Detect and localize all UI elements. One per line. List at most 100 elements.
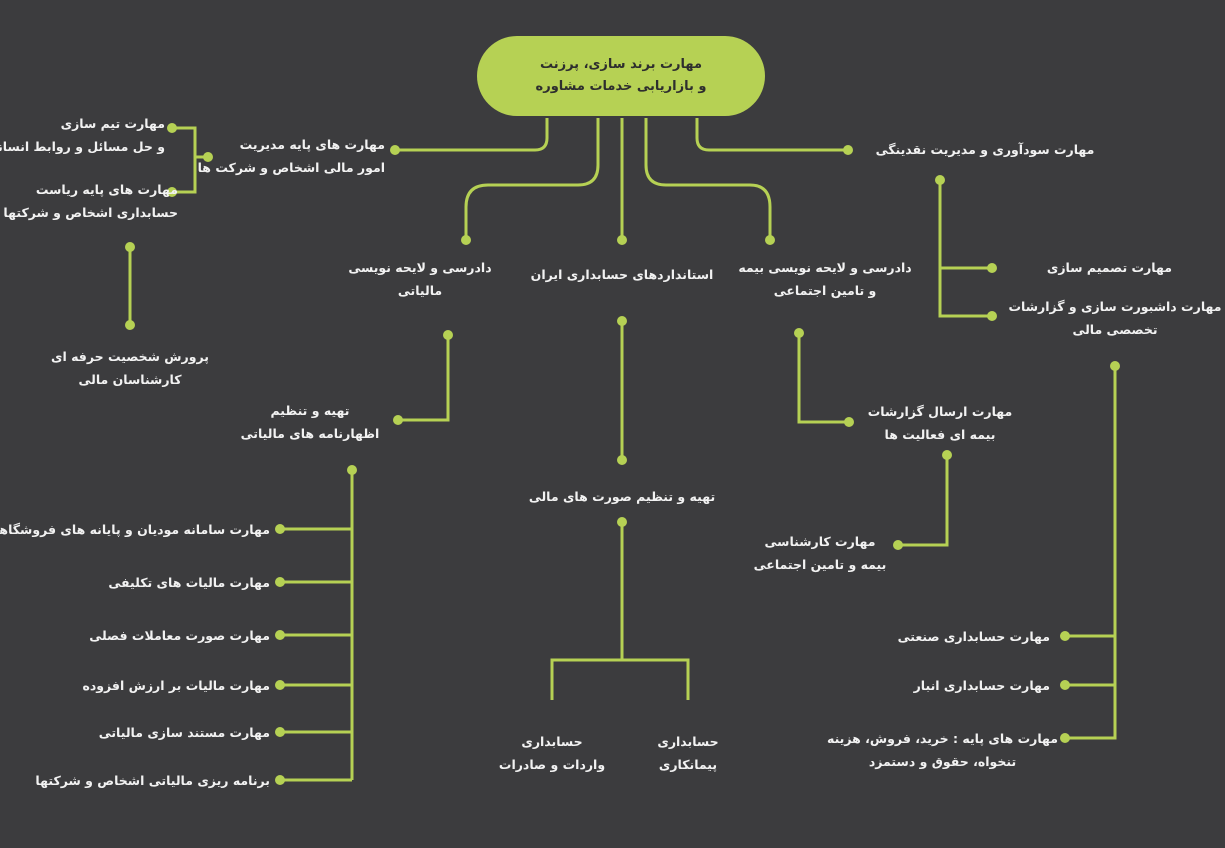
node-dot xyxy=(275,577,285,587)
node-team-building: مهارت تیم سازی و حل مسائل و روابط انسانی xyxy=(0,112,165,158)
node-tax-item: مهارت مالیات بر ارزش افزوده xyxy=(20,674,270,697)
node-label: مهارت داشبورت سازی و گزارشات xyxy=(1008,299,1222,314)
node-label: مهارت های پایه مدیریت xyxy=(239,137,385,152)
node-label: تهیه و تنظیم xyxy=(270,403,350,418)
node-label: مهارت حسابداری انبار xyxy=(913,678,1050,693)
node-label: امور مالی اشخاص و شرکت ها xyxy=(197,160,385,175)
node-accounting-chief: مهارت های پایه ریاست حسابداری اشخاص و شر… xyxy=(3,178,178,224)
node-dot xyxy=(942,450,952,460)
node-label: مهارت صورت معاملات فصلی xyxy=(89,628,270,643)
node-dot xyxy=(935,175,945,185)
node-decision-making: مهارت تصمیم سازی xyxy=(1000,256,1172,279)
node-label: مهارت مالیات بر ارزش افزوده xyxy=(82,678,270,693)
node-label: دادرسی و لایحه نویسی xyxy=(348,260,492,275)
edge-reports-expert xyxy=(898,455,949,547)
node-dot xyxy=(203,152,213,162)
node-dot xyxy=(167,123,177,133)
node-label: کارشناسان مالی xyxy=(78,372,182,387)
node-insurance-reports: مهارت ارسال گزارشات بیمه ای فعالیت ها xyxy=(860,400,1020,446)
node-dot xyxy=(765,235,775,245)
node-label: پیمانکاری xyxy=(658,757,718,772)
node-label: حسابداری xyxy=(657,734,719,749)
node-label: مهارت مستند سازی مالیاتی xyxy=(98,725,270,740)
node-label: پرورش شخصیت حرفه ای xyxy=(51,349,209,364)
node-label: برنامه ریزی مالیاتی اشخاص و شرکتها xyxy=(35,773,270,788)
node-dot xyxy=(617,235,627,245)
node-label: مهارت سامانه مودیان و پایانه های فروشگاه… xyxy=(0,522,270,537)
node-label: بیمه ای فعالیت ها xyxy=(884,427,996,442)
node-label: اظهارنامه های مالیاتی xyxy=(240,426,380,441)
node-label: مالیاتی xyxy=(397,283,443,298)
root-node: مهارت برند سازی، پرزنت و بازاریابی خدمات… xyxy=(477,36,765,116)
node-dot xyxy=(1060,733,1070,743)
node-accounting-standards: استانداردهای حسابداری ایران xyxy=(512,263,732,286)
node-dot xyxy=(390,145,400,155)
node-dot xyxy=(347,465,357,475)
node-label: بیمه و تامین اجتماعی xyxy=(753,557,887,572)
node-warehouse-accounting: مهارت حسابداری انبار xyxy=(860,674,1050,697)
node-dot xyxy=(844,417,854,427)
node-dot xyxy=(617,517,627,527)
node-label: دادرسی و لایحه نویسی بیمه xyxy=(738,260,912,275)
node-dot xyxy=(125,242,135,252)
node-label: مهارت سودآوری و مدیریت نقدینگی xyxy=(875,142,1095,157)
node-dot xyxy=(393,415,403,425)
node-financial-statements: تهیه و تنظیم صورت های مالی xyxy=(512,485,732,508)
node-tax-item: برنامه ریزی مالیاتی اشخاص و شرکتها xyxy=(20,769,270,792)
node-basic-skills: مهارت های پایه : خرید، فروش، هزینه تنخوا… xyxy=(825,727,1060,773)
node-label: مهارت تیم سازی xyxy=(60,116,165,131)
node-label: تنخواه، حقوق و دستمزد xyxy=(868,754,1017,769)
node-insurance-expert: مهارت کارشناسی بیمه و تامین اجتماعی xyxy=(740,530,900,576)
edge-dashboard-items xyxy=(1065,366,1117,740)
node-label: مهارت حسابداری صنعتی xyxy=(897,629,1050,644)
node-dot xyxy=(843,145,853,155)
node-dot xyxy=(275,775,285,785)
node-label: مهارت مالیات های تکلیفی xyxy=(108,575,270,590)
node-label: واردات و صادرات xyxy=(498,757,606,772)
node-dot xyxy=(893,540,903,550)
node-industrial-accounting: مهارت حسابداری صنعتی xyxy=(860,625,1050,648)
node-contracting-accounting: حسابداری پیمانکاری xyxy=(628,730,748,776)
node-dot xyxy=(617,455,627,465)
node-label: تهیه و تنظیم صورت های مالی xyxy=(528,489,716,504)
root-label-line2: و بازاریابی خدمات مشاوره xyxy=(535,79,707,94)
node-dot xyxy=(617,316,627,326)
node-label: مهارت های پایه : خرید، فروش، هزینه xyxy=(826,731,1059,746)
node-dot xyxy=(461,235,471,245)
node-tax-item: مهارت مستند سازی مالیاتی xyxy=(20,721,270,744)
node-dashboard-reports: مهارت داشبورت سازی و گزارشات تخصصی مالی xyxy=(1005,295,1225,341)
node-import-export-accounting: حسابداری واردات و صادرات xyxy=(482,730,622,776)
node-professional-persona: پرورش شخصیت حرفه ای کارشناسان مالی xyxy=(40,345,220,391)
edge-insurance-reports xyxy=(797,333,849,424)
node-tax-returns: تهیه و تنظیم اظهارنامه های مالیاتی xyxy=(230,399,390,445)
node-dot xyxy=(443,330,453,340)
edge-root-tax xyxy=(464,118,600,240)
root-label-line1: مهارت برند سازی، پرزنت xyxy=(539,57,703,72)
node-dot xyxy=(167,187,177,197)
node-dot xyxy=(794,328,804,338)
node-label: و تامین اجتماعی xyxy=(773,283,877,298)
edge-root-profit xyxy=(695,118,848,152)
edge-tax-items-branches xyxy=(280,527,352,782)
node-tax-litigation: دادرسی و لایحه نویسی مالیاتی xyxy=(330,256,510,302)
edge-profit-sub xyxy=(938,180,992,318)
node-tax-item: مهارت سامانه مودیان و پایانه های فروشگاه… xyxy=(0,518,270,541)
node-insurance-litigation: دادرسی و لایحه نویسی بیمه و تامین اجتماع… xyxy=(725,256,925,302)
node-dot xyxy=(275,524,285,534)
node-basic-management: مهارت های پایه مدیریت امور مالی اشخاص و … xyxy=(197,133,385,179)
node-dot xyxy=(1110,361,1120,371)
node-dot xyxy=(275,630,285,640)
node-label: مهارت تصمیم سازی xyxy=(1046,260,1172,275)
node-label: تخصصی مالی xyxy=(1072,322,1158,337)
node-profitability: مهارت سودآوری و مدیریت نقدینگی xyxy=(860,138,1110,161)
node-label: و حل مسائل و روابط انسانی xyxy=(0,139,165,154)
node-tax-item: مهارت مالیات های تکلیفی xyxy=(20,571,270,594)
node-dot xyxy=(1060,680,1070,690)
node-label: حسابداری xyxy=(521,734,583,749)
edge-root-insurance xyxy=(644,118,772,240)
node-label: مهارت ارسال گزارشات xyxy=(867,404,1013,419)
node-label: مهارت های پایه ریاست xyxy=(35,182,178,197)
node-tax-item: مهارت صورت معاملات فصلی xyxy=(20,624,270,647)
node-dot xyxy=(987,263,997,273)
